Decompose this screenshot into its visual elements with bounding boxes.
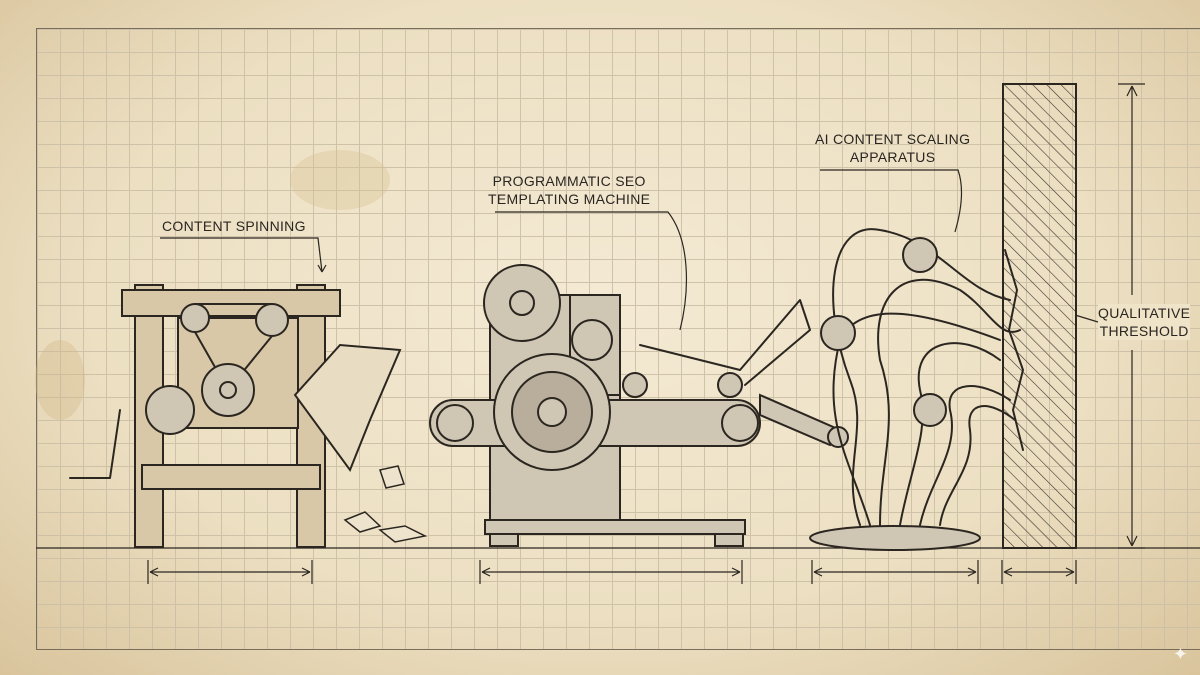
wall-crack [1004, 249, 1024, 451]
label-line: AI CONTENT SCALING [815, 131, 971, 147]
threshold-leader [1074, 314, 1099, 323]
label-line: QUALITATIVE [1098, 305, 1191, 321]
stain [290, 150, 390, 210]
label-programmatic-seo: PROGRAMMATIC SEO TEMPLATING MACHINE [488, 172, 650, 208]
dimension-lines [147, 83, 1145, 584]
content-spinning-machine [69, 284, 428, 548]
label-line: PROGRAMMATIC SEO [492, 173, 646, 189]
label-content-spinning: CONTENT SPINNING [162, 218, 306, 234]
sparkle-icon: ✦ [1172, 644, 1188, 665]
label-qualitative-threshold: QUALITATIVE THRESHOLD [1098, 304, 1191, 340]
threshold-wall [1002, 83, 1077, 549]
label-ai-content-scaling: AI CONTENT SCALING APPARATUS [815, 130, 970, 166]
label-line: TEMPLATING MACHINE [488, 191, 651, 207]
label-line: APPARATUS [849, 149, 936, 165]
ai-content-scaling-apparatus [809, 228, 1021, 551]
label-line: THRESHOLD [1099, 323, 1189, 339]
label-leaders [160, 169, 963, 331]
seo-templating-machine [429, 264, 849, 547]
stain [35, 340, 85, 420]
